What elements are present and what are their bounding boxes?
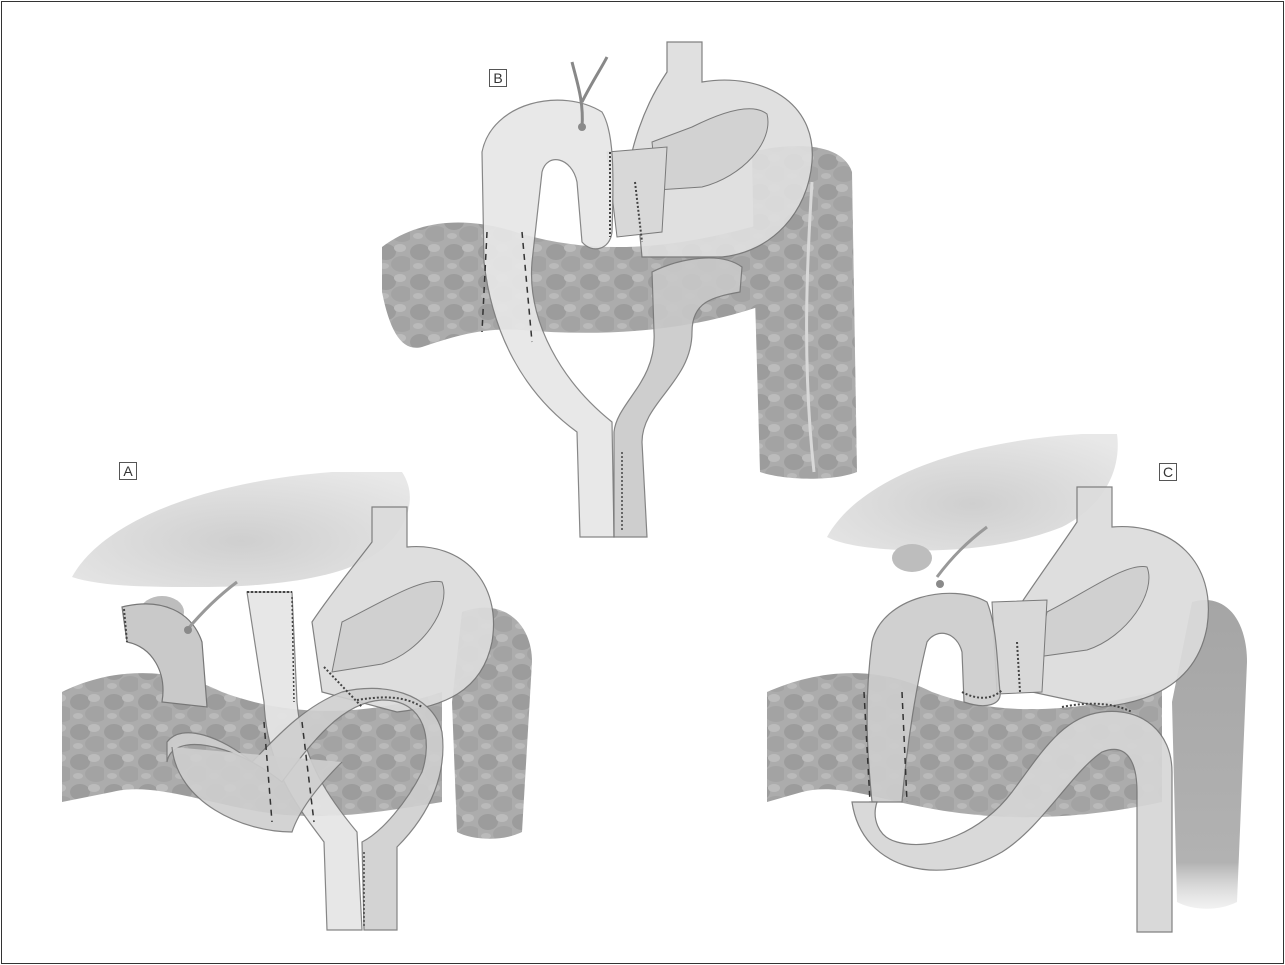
panel-label-b: B	[489, 69, 507, 87]
panel-label-a: A	[119, 462, 137, 480]
panel-a-drawing	[62, 472, 532, 930]
panel-c-drawing	[767, 434, 1247, 932]
panel-label-c: C	[1159, 463, 1177, 481]
panel-b-drawing	[382, 42, 857, 537]
